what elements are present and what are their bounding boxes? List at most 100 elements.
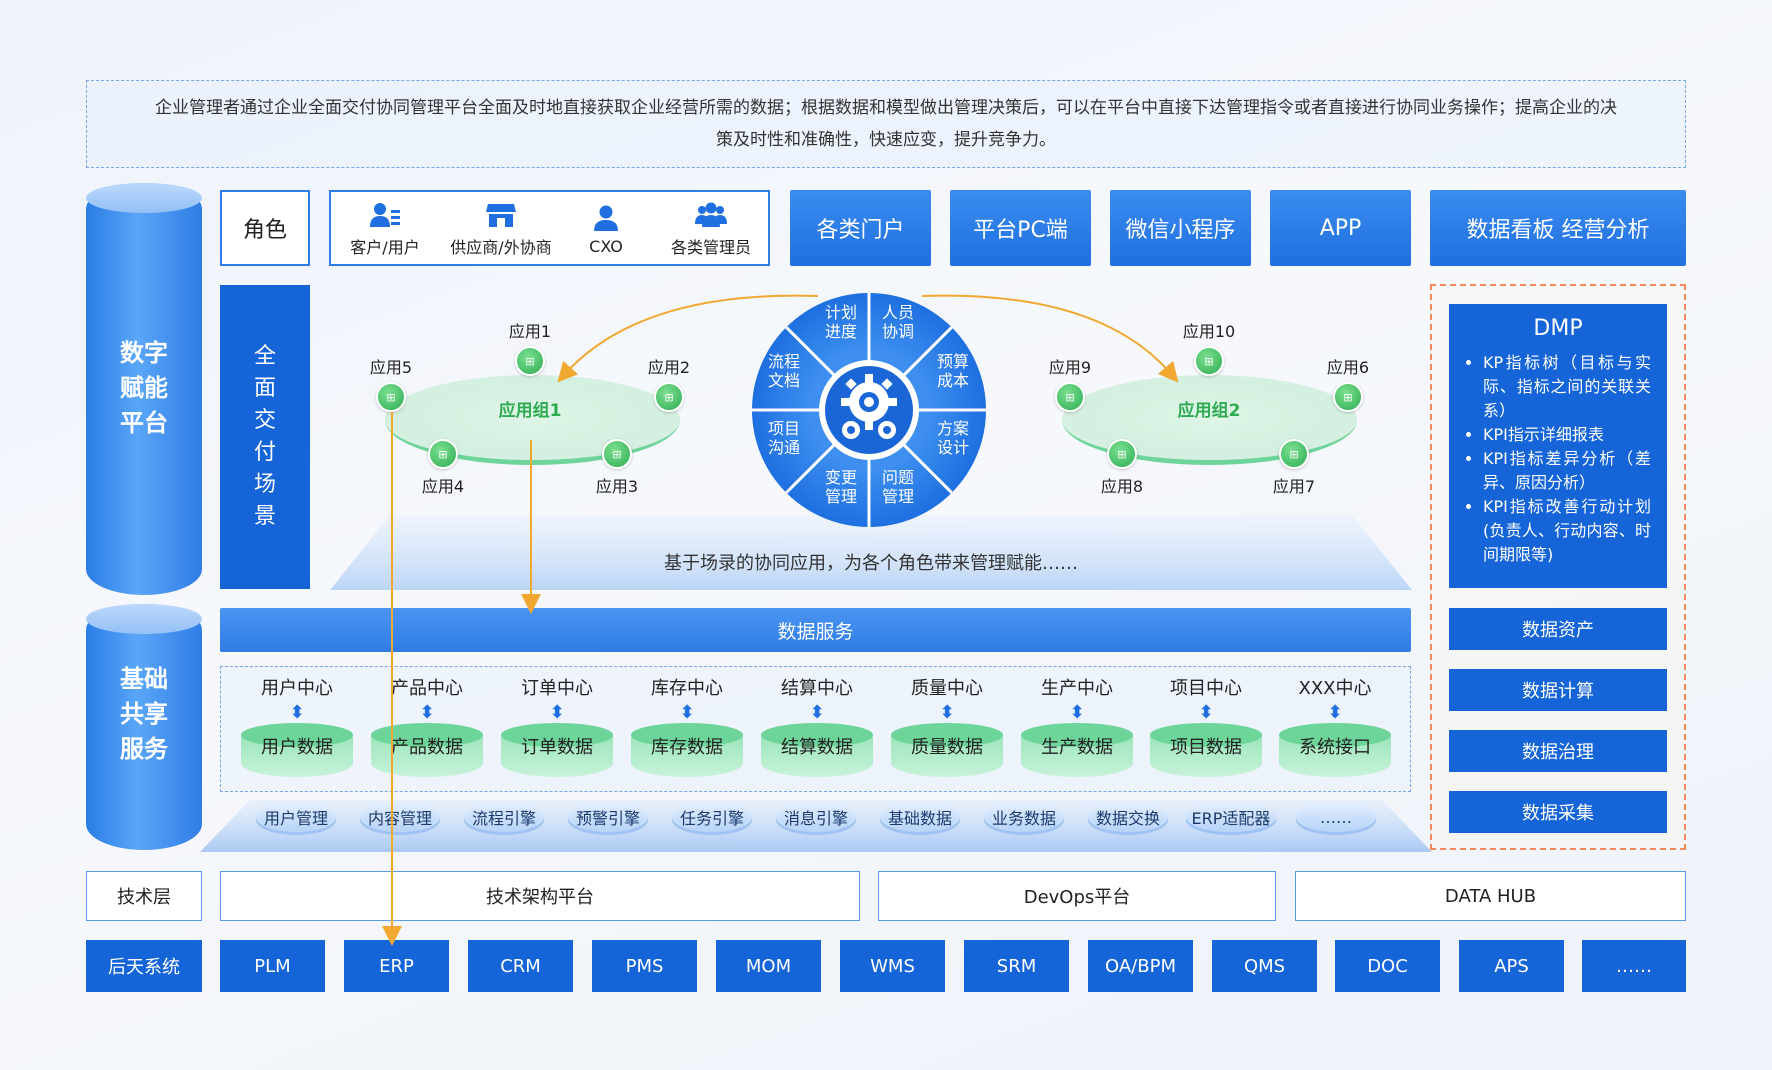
backend-qms[interactable]: QMS: [1212, 940, 1317, 992]
center-item-settlement[interactable]: 结算中心 ⬍ 结算数据: [761, 675, 873, 781]
dmp-button-compute[interactable]: 数据计算: [1449, 669, 1667, 711]
shared-pillar-label: 基础 共享 服务: [120, 664, 168, 763]
dmp-bullet: KPI指标差异分析（差异、原因分析）: [1483, 447, 1651, 495]
bidirectional-arrow-icon: ⬍: [289, 701, 305, 723]
dmp-button-collection[interactable]: 数据采集: [1449, 791, 1667, 833]
bidirectional-arrow-icon: ⬍: [419, 701, 435, 723]
backend-more[interactable]: ……: [1582, 940, 1686, 992]
portal-button-portals[interactable]: 各类门户: [790, 190, 931, 266]
center-item-project[interactable]: 项目中心 ⬍ 项目数据: [1150, 675, 1262, 781]
dmp-button-governance[interactable]: 数据治理: [1449, 730, 1667, 772]
app-6[interactable]: 应用6 ⊞: [1318, 352, 1378, 414]
app-3[interactable]: ⊞ 应用3: [587, 437, 647, 499]
person-icon: [594, 205, 618, 231]
portal-button-dashboard[interactable]: 数据看板 经营分析: [1430, 190, 1686, 266]
backend-aps[interactable]: APS: [1459, 940, 1564, 992]
engine-business-data[interactable]: 业务数据: [984, 802, 1064, 832]
app-1-icon: ⊞: [515, 346, 545, 376]
bidirectional-arrow-icon: ⬍: [679, 701, 695, 723]
app-8[interactable]: ⊞ 应用8: [1092, 437, 1152, 499]
dmp-bullets: KP指标树（目标与实际、指标之间的关联关系） KPI指示详细报表 KPI指标差异…: [1465, 351, 1651, 567]
backend-wms[interactable]: WMS: [840, 940, 945, 992]
collaboration-wheel: [752, 293, 986, 527]
wheel-plan-progress[interactable]: 计划 进度: [824, 303, 857, 341]
role-supplier[interactable]: 供应商/外协商: [441, 200, 561, 260]
backend-mom[interactable]: MOM: [716, 940, 821, 992]
app-group-2-label: 应用组2: [1177, 400, 1241, 421]
app-2[interactable]: 应用2 ⊞: [639, 352, 699, 414]
digital-pillar: 数字 赋能 平台: [86, 183, 202, 595]
dmp-button-assets[interactable]: 数据资产: [1449, 608, 1667, 650]
engine-workflow[interactable]: 流程引擎: [464, 802, 544, 832]
wheel-issue-management[interactable]: 问题 管理: [881, 468, 914, 506]
digital-pillar-label: 数字 赋能 平台: [120, 338, 168, 437]
engine-data-exchange[interactable]: 数据交换: [1088, 802, 1168, 832]
app-10[interactable]: 应用10 ⊞: [1178, 316, 1240, 378]
backend-srm[interactable]: SRM: [964, 940, 1069, 992]
tech-devops-platform[interactable]: DevOps平台: [878, 871, 1276, 921]
app-group-1-label: 应用组1: [498, 400, 562, 421]
app-6-icon: ⊞: [1333, 382, 1363, 412]
data-service-bar[interactable]: 数据服务: [220, 608, 1411, 652]
backend-oa-bpm[interactable]: OA/BPM: [1088, 940, 1193, 992]
wheel-change-management[interactable]: 变更 管理: [824, 468, 857, 506]
platform-caption: 基于场录的协同应用，为各个角色带来管理赋能……: [664, 553, 1078, 574]
scene-label: 全 面 交 付 场 景: [220, 285, 310, 589]
bidirectional-arrow-icon: ⬍: [939, 701, 955, 723]
wheel-solution-design[interactable]: 方案 设计: [936, 419, 969, 457]
app-7-icon: ⊞: [1279, 439, 1309, 469]
backend-erp[interactable]: ERP: [344, 940, 449, 992]
center-item-product[interactable]: 产品中心 ⬍ 产品数据: [371, 675, 483, 781]
app-10-icon: ⊞: [1194, 346, 1224, 376]
roles-panel: 客户/用户 供应商/外协商 CXO 各类管理员: [329, 190, 770, 266]
app-3-icon: ⊞: [602, 439, 632, 469]
engine-alert[interactable]: 预警引擎: [568, 802, 648, 832]
tech-architecture-platform[interactable]: 技术架构平台: [220, 871, 860, 921]
center-item-order[interactable]: 订单中心 ⬍ 订单数据: [501, 675, 613, 781]
bidirectional-arrow-icon: ⬍: [549, 701, 565, 723]
backend-pms[interactable]: PMS: [592, 940, 697, 992]
engine-message[interactable]: 消息引擎: [776, 802, 856, 832]
platform-base: [330, 515, 1412, 590]
roles-title: 角色: [220, 190, 310, 266]
wheel-project-communication[interactable]: 项目 沟通: [767, 419, 800, 457]
center-item-production[interactable]: 生产中心 ⬍ 生产数据: [1021, 675, 1133, 781]
app-9[interactable]: 应用9 ⊞: [1040, 352, 1100, 414]
app-5[interactable]: 应用5 ⊞: [361, 352, 421, 414]
tech-data-hub[interactable]: DATA HUB: [1295, 871, 1686, 921]
center-item-quality[interactable]: 质量中心 ⬍ 质量数据: [891, 675, 1003, 781]
app-4[interactable]: ⊞ 应用4: [413, 437, 473, 499]
app-7[interactable]: ⊞ 应用7: [1264, 437, 1324, 499]
intro-text: 企业管理者通过企业全面交付协同管理平台全面及时地直接获取企业经营所需的数据；根据…: [155, 98, 1617, 150]
center-item-user[interactable]: 用户中心 ⬍ 用户数据: [241, 675, 353, 781]
app-9-icon: ⊞: [1055, 382, 1085, 412]
engine-task[interactable]: 任务引擎: [672, 802, 752, 832]
bidirectional-arrow-icon: ⬍: [809, 701, 825, 723]
wheel-process-docs[interactable]: 流程 文档: [767, 352, 800, 390]
center-item-xxx[interactable]: XXX中心 ⬍ 系统接口: [1279, 675, 1391, 781]
app-4-icon: ⊞: [428, 439, 458, 469]
engine-base-data[interactable]: 基础数据: [880, 802, 960, 832]
app-1[interactable]: 应用1 ⊞: [500, 316, 560, 378]
engine-more[interactable]: ……: [1296, 802, 1376, 832]
engine-user-management[interactable]: 用户管理: [256, 802, 336, 832]
role-cxo[interactable]: CXO: [566, 200, 646, 260]
dmp-title: DMP: [1533, 316, 1583, 341]
portal-button-pc[interactable]: 平台PC端: [950, 190, 1091, 266]
role-customer[interactable]: 客户/用户: [345, 200, 425, 260]
engine-erp-adapter[interactable]: ERP适配器: [1186, 802, 1276, 832]
portal-button-miniprogram[interactable]: 微信小程序: [1110, 190, 1251, 266]
center-item-inventory[interactable]: 库存中心 ⬍ 库存数据: [631, 675, 743, 781]
app-5-icon: ⊞: [376, 382, 406, 412]
role-admins[interactable]: 各类管理员: [661, 200, 761, 260]
store-icon: [486, 204, 516, 227]
engine-content-management[interactable]: 内容管理: [360, 802, 440, 832]
dmp-bullet: KP指标树（目标与实际、指标之间的关联关系）: [1483, 351, 1651, 423]
wheel-staff-coordination[interactable]: 人员 协调: [881, 303, 914, 341]
backend-crm[interactable]: CRM: [468, 940, 573, 992]
backend-plm[interactable]: PLM: [220, 940, 325, 992]
bidirectional-arrow-icon: ⬍: [1198, 701, 1214, 723]
backend-doc[interactable]: DOC: [1335, 940, 1440, 992]
portal-button-app[interactable]: APP: [1270, 190, 1411, 266]
wheel-budget-cost[interactable]: 预算 成本: [936, 352, 969, 390]
